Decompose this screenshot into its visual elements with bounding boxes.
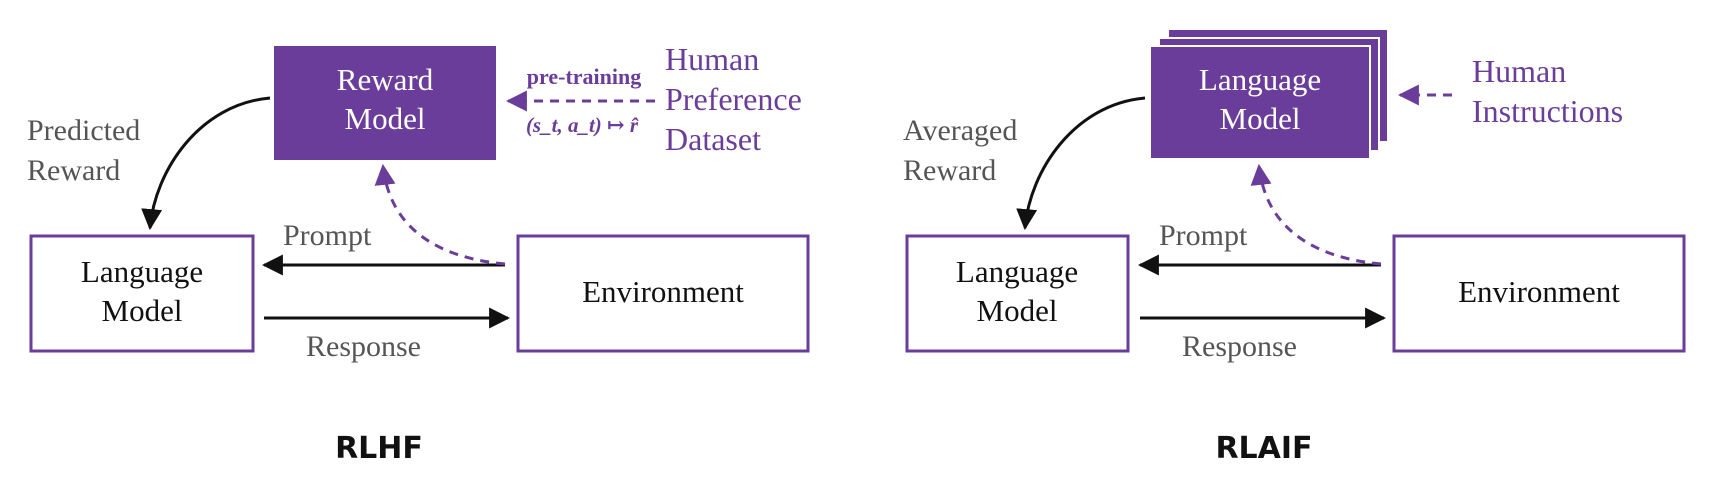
policy-language-model-label-line2: Model — [977, 293, 1058, 328]
policy-language-model-box — [905, 234, 1130, 353]
instructions-label-line1: Human — [1472, 53, 1566, 89]
rlaif-response-label: Response — [1182, 330, 1297, 363]
language-model-box — [29, 234, 255, 353]
rlaif-environment-label: Environment — [1458, 274, 1620, 309]
averaged-reward-label-line2: Reward — [903, 154, 996, 187]
language-model-label-line1: Language — [81, 254, 203, 289]
mapping-label: (s_t, a_t) ↦ r̂ — [526, 113, 639, 137]
reward-model-box — [274, 46, 496, 160]
ai-language-model-label-line1: Language — [1199, 62, 1321, 97]
rlaif-prompt-label: Prompt — [1159, 219, 1248, 252]
rlhf-panel: Reward Model Predicted Reward Language M… — [27, 41, 810, 466]
dataset-label-line2: Preference — [665, 81, 802, 117]
reward-model-label-line1: Reward — [337, 62, 434, 97]
rlaif-panel: Language Model Averaged Reward Language … — [903, 28, 1686, 466]
policy-language-model-label-line1: Language — [956, 254, 1078, 289]
environment-label: Environment — [582, 274, 744, 309]
instructions-label-line2: Instructions — [1472, 93, 1623, 129]
averaged-reward-arrow — [1016, 96, 1146, 231]
predicted-reward-arrow — [141, 96, 271, 231]
dataset-label-line1: Human — [665, 41, 759, 77]
response-label: Response — [306, 330, 421, 363]
ai-language-model-label-line2: Model — [1220, 101, 1301, 136]
averaged-reward-label-line1: Averaged — [903, 114, 1017, 147]
language-model-label-line2: Model — [102, 293, 183, 328]
rlhf-title: RLHF — [335, 431, 423, 466]
rlaif-environment-box — [1392, 234, 1686, 353]
pretraining-label: pre-training — [527, 64, 641, 89]
environment-box — [516, 234, 810, 353]
language-model-stack-front — [1149, 45, 1371, 160]
prompt-label: Prompt — [283, 219, 372, 252]
rlaif-title: RLAIF — [1215, 431, 1312, 466]
rlaif-environment-dashed-arrow — [1250, 163, 1382, 266]
dataset-label-line3: Dataset — [665, 121, 761, 157]
reward-model-label-line2: Model — [345, 101, 426, 136]
environment-to-reward-dashed-arrow — [374, 163, 506, 266]
predicted-reward-label-line1: Predicted — [27, 114, 140, 147]
predicted-reward-label-line2: Reward — [27, 154, 120, 187]
